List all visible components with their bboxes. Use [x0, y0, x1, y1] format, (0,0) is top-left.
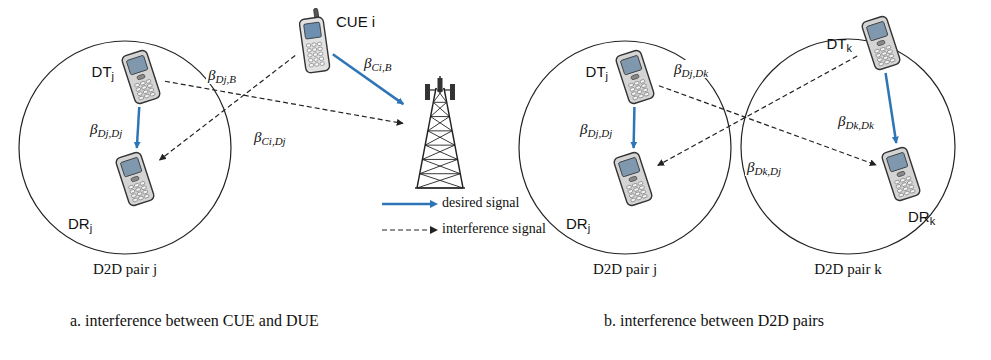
d2d-device: DTj [118, 48, 164, 106]
base-station [405, 70, 475, 190]
phone-icon [878, 145, 924, 203]
d2d-device: DTj [612, 48, 658, 106]
interference-arrow [658, 56, 857, 165]
desired-signal-arrow [333, 54, 404, 104]
interference-arrow [659, 86, 876, 165]
desired-signal-arrow [886, 73, 897, 143]
interference-arrow [165, 81, 403, 123]
desired-signal-head [430, 200, 438, 208]
interference-signal-sample [382, 229, 430, 230]
d2d-pair-ellipse: D2D pair kDTkDRk [740, 38, 956, 255]
device-label: DTk [827, 36, 853, 53]
channel-gain-label: βDj,B [206, 66, 238, 84]
interference-signal-head [430, 226, 438, 234]
phone-icon [858, 14, 904, 72]
device-label: DRj [68, 216, 92, 233]
pair-label: D2D pair j [18, 261, 232, 278]
base-station-tower [405, 70, 475, 190]
cue-phone-icon [296, 8, 332, 74]
interference-arrow [160, 55, 296, 160]
device-label: DTj [92, 64, 114, 81]
d2d-device: DRk [878, 145, 924, 203]
cellular-user: CUE i [296, 8, 332, 74]
panel-caption: a. interference between CUE and DUE [70, 312, 319, 330]
channel-gain-label: βDj,Dj [88, 120, 124, 138]
legend-text: desired signal [442, 195, 519, 211]
panel-caption: b. interference between D2D pairs [604, 312, 824, 330]
ellipse-outline [18, 40, 232, 255]
desired-signal-arrow [632, 107, 635, 148]
device-label: DTj [586, 64, 608, 81]
phone-icon [612, 48, 658, 106]
d2d-device: DTk [858, 14, 904, 72]
phone-icon [118, 48, 164, 106]
legend-text: interference signal [442, 221, 546, 237]
desired-signal-arrow [137, 107, 139, 148]
desired-signal-sample [382, 203, 430, 206]
channel-gain-label: βDj,Dj [578, 120, 614, 138]
pair-label: D2D pair k [740, 261, 956, 278]
device-label: CUE i [336, 14, 375, 31]
phone-icon [112, 150, 158, 208]
device-label: DRj [566, 216, 590, 233]
channel-gain-label: βDk,Dj [745, 158, 783, 176]
channel-gain-label: βDk,Dk [836, 112, 876, 130]
device-label: DRk [908, 209, 935, 226]
channel-gain-label: βDj,Dk [672, 60, 710, 78]
channel-gain-label: βCi,Dj [252, 128, 288, 146]
phone-icon [610, 150, 656, 208]
pair-label: D2D pair j [518, 261, 732, 278]
d2d-pair-ellipse: D2D pair jDTjDRj [18, 40, 232, 255]
d2d-device: DRj [112, 150, 158, 208]
d2d-device: DRj [610, 150, 656, 208]
channel-gain-label: βCi,B [362, 54, 393, 72]
